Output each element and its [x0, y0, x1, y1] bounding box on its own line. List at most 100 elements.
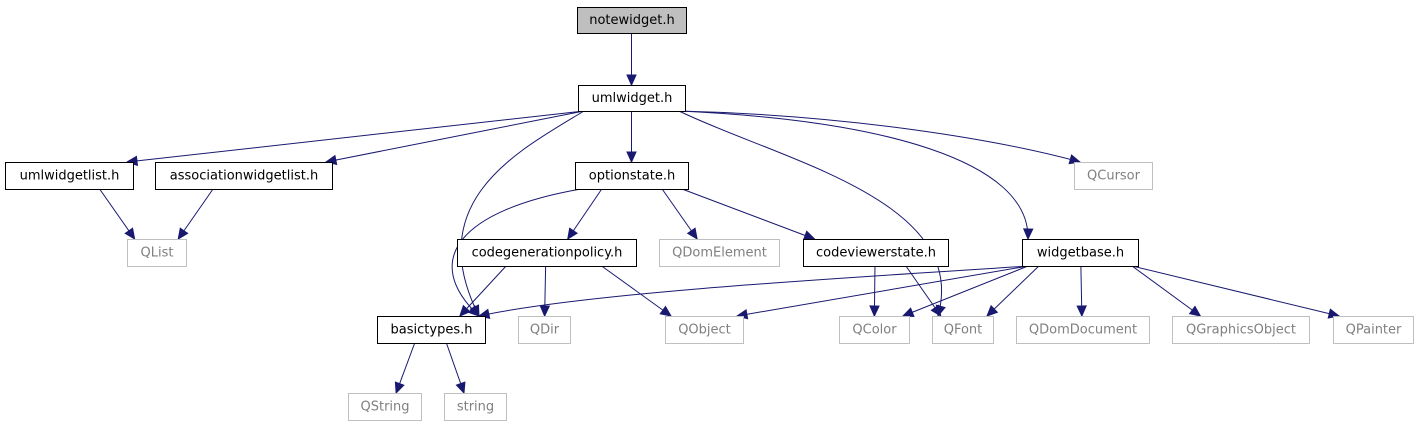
node-label-qobject: QObject [678, 323, 731, 338]
edge-umlwidget-to-widgetbase [678, 110, 1029, 240]
node-box-qgraphicsobject [1172, 316, 1310, 344]
edge-umlwidget-to-umlwidgetlist [126, 110, 585, 163]
node-label-basictypes: basictypes.h [391, 323, 473, 338]
node-qcursor: QCursor [1074, 162, 1153, 190]
arrowhead-optionstate-to-basictypes [467, 304, 480, 317]
arrowhead-codeviewerstate-to-qfont [930, 304, 942, 318]
node-box-codeviewerstate [803, 239, 949, 267]
arrowhead-notewidget-to-umlwidget [626, 74, 637, 87]
node-qobject: QObject [665, 316, 744, 344]
arrowhead-widgetbase-to-qdomdocument [1076, 305, 1087, 318]
node-label-qdomdocument: QDomDocument [1029, 323, 1137, 338]
node-label-umlwidget: umlwidget.h [592, 91, 673, 106]
node-label-notewidget: notewidget.h [589, 13, 675, 28]
nodes-layer: notewidget.h umlwidget.h umlwidgetlist.h as… [5, 7, 1414, 421]
node-box-qpainter [1333, 316, 1414, 344]
arrowhead-widgetbase-to-qcolor [901, 307, 915, 317]
edge-codegenerationpolicy-to-basictypes [459, 265, 507, 317]
node-qstring: QString [348, 393, 422, 421]
node-qdomdocument: QDomDocument [1016, 316, 1150, 344]
edge-widgetbase-to-qgraphicsobject [1131, 265, 1201, 317]
node-umlwidgetlist[interactable]: umlwidgetlist.h [5, 162, 134, 190]
edges-layer [99, 33, 1341, 395]
node-label-widgetbase: widgetbase.h [1037, 246, 1124, 261]
node-label-qlist: QList [141, 246, 174, 261]
node-box-qfont [932, 316, 994, 344]
node-qpainter: QPainter [1333, 316, 1414, 344]
node-box-associationwidgetlist [155, 162, 333, 190]
edge-codegenerationpolicy-to-qobject [601, 265, 672, 317]
edge-optionstate-to-codeviewerstate [681, 188, 815, 240]
edge-umlwidget-to-associationwidgetlist [325, 110, 585, 163]
arrowhead-optionstate-to-codeviewerstate [802, 230, 816, 241]
node-box-string [444, 393, 507, 421]
node-label-string: string [457, 400, 494, 415]
edge-widgetbase-to-qobject [736, 265, 1029, 317]
arrowhead-basictypes-to-qstring [394, 381, 405, 395]
node-label-qcursor: QCursor [1087, 169, 1141, 184]
node-label-optionstate: optionstate.h [589, 169, 675, 184]
node-box-qdir [518, 316, 571, 344]
node-box-umlwidgetlist [5, 162, 134, 190]
node-label-codegenerationpolicy: codegenerationpolicy.h [472, 246, 623, 261]
node-qcolor: QColor [839, 316, 910, 344]
node-string: string [444, 393, 507, 421]
node-label-qgraphicsobject: QGraphicsObject [1186, 323, 1296, 338]
node-label-qdir: QDir [530, 323, 560, 338]
edge-umlwidget-to-qcursor [678, 110, 1081, 163]
arrowhead-umlwidget-to-widgetbase [1022, 228, 1034, 241]
node-box-notewidget [577, 7, 687, 34]
arrowhead-widgetbase-to-qgraphicsobject [1188, 305, 1202, 317]
arrowhead-widgetbase-to-qfont [986, 304, 999, 317]
node-box-qcolor [839, 316, 910, 344]
node-box-qlist [127, 239, 187, 267]
edge-widgetbase-to-qfont [986, 265, 1040, 317]
node-label-qdomelement: QDomElement [672, 246, 767, 261]
arrowhead-codegenerationpolicy-to-qdir [539, 305, 551, 318]
node-label-associationwidgetlist: associationwidgetlist.h [170, 169, 318, 184]
node-umlwidget[interactable]: umlwidget.h [578, 85, 686, 112]
node-widgetbase[interactable]: widgetbase.h [1022, 239, 1139, 267]
node-label-qpainter: QPainter [1346, 323, 1402, 338]
edge-widgetbase-to-qpainter [1131, 265, 1340, 317]
arrowhead-associationwidgetlist-to-qlist [177, 227, 189, 241]
node-notewidget: notewidget.h [577, 7, 687, 34]
node-optionstate[interactable]: optionstate.h [575, 162, 689, 190]
node-box-qobject [665, 316, 744, 344]
arrowhead-umlwidget-to-optionstate [626, 151, 637, 164]
arrowhead-codegenerationpolicy-to-qobject [659, 305, 672, 317]
node-box-widgetbase [1022, 239, 1139, 267]
node-label-codeviewerstate: codeviewerstate.h [816, 246, 936, 261]
node-qdomelement: QDomElement [659, 239, 780, 267]
arrowhead-basictypes-to-string [455, 381, 466, 395]
edge-widgetbase-to-qcolor [902, 265, 1029, 317]
node-box-umlwidget [578, 85, 686, 112]
arrowhead-codeviewerstate-to-qcolor [869, 305, 880, 318]
node-associationwidgetlist[interactable]: associationwidgetlist.h [155, 162, 333, 190]
node-box-qstring [348, 393, 422, 421]
arrowhead-umlwidgetlist-to-qlist [124, 227, 136, 240]
node-box-basictypes [377, 316, 486, 344]
arrowhead-optionstate-to-qdomelement [686, 227, 698, 240]
edge-widgetbase-to-basictypes [478, 265, 1029, 317]
node-qdir: QDir [518, 316, 571, 344]
node-box-qdomdocument [1016, 316, 1150, 344]
arrowhead-optionstate-to-codegenerationpolicy [567, 227, 579, 241]
node-basictypes[interactable]: basictypes.h [377, 316, 486, 344]
node-label-qstring: QString [360, 400, 409, 415]
node-box-qcursor [1074, 162, 1153, 190]
node-qlist: QList [127, 239, 187, 267]
node-qgraphicsobject: QGraphicsObject [1172, 316, 1310, 344]
edge-umlwidget-to-qfont [678, 110, 942, 317]
edge-umlwidget-to-basictypes [460, 110, 585, 317]
node-box-optionstate [575, 162, 689, 190]
node-label-qfont: QFont [944, 323, 983, 338]
node-codeviewerstate[interactable]: codeviewerstate.h [803, 239, 949, 267]
node-qfont: QFont [932, 316, 994, 344]
node-box-qdomelement [659, 239, 780, 267]
node-codegenerationpolicy[interactable]: codegenerationpolicy.h [457, 239, 637, 267]
node-label-qcolor: QColor [852, 323, 897, 338]
node-box-codegenerationpolicy [457, 239, 637, 267]
arrowhead-codegenerationpolicy-to-basictypes [459, 304, 471, 317]
